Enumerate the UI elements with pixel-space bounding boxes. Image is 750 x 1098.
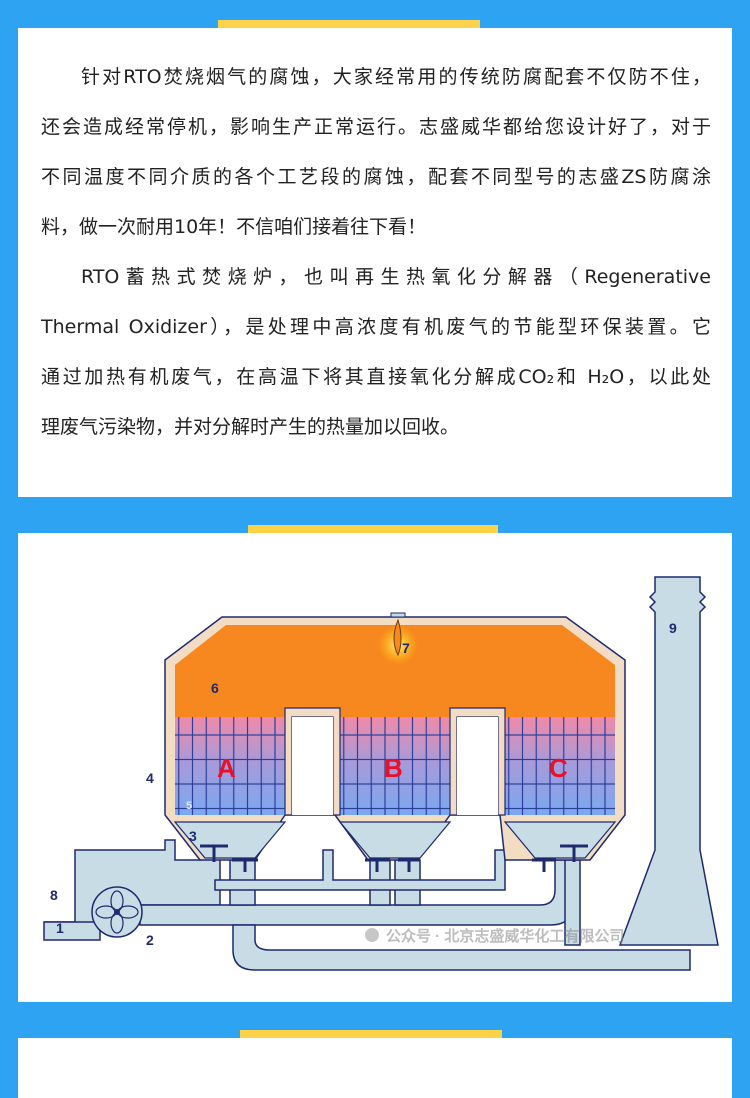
rto-diagram: A B C 1 2 3 4 5 6 7 8 9 公众号 · 北京志盛威华化工有限… <box>43 576 719 971</box>
wechat-icon <box>365 928 379 942</box>
chimney <box>618 576 719 946</box>
intro-text: 针对RTO焚烧烟气的腐蚀，大家经常用的传统防腐配套不仅防不住， 还会造成经常停机… <box>41 52 711 452</box>
part-number-3: 3 <box>189 828 197 844</box>
burner <box>378 612 418 665</box>
part-number-4: 4 <box>146 770 154 786</box>
fan <box>91 886 143 938</box>
part-number-9: 9 <box>669 620 677 636</box>
part-number-8: 8 <box>50 887 58 903</box>
intro-card: 针对RTO焚烧烟气的腐蚀，大家经常用的传统防腐配套不仅防不住， 还会造成经常停机… <box>18 28 732 497</box>
next-card <box>18 1038 732 1098</box>
part-number-5: 5 <box>186 800 192 812</box>
part-number-2: 2 <box>146 932 154 948</box>
part-number-1: 1 <box>56 920 64 936</box>
paragraph-2-line: 理废气污染物，并对分解时产生的热量加以回收。 <box>41 416 460 438</box>
heat-storage-beds <box>175 717 615 815</box>
paragraph-2-line: RTO 蓄 热 式 焚 烧 炉 ， 也 叫 再 生 热 氧 化 分 解 器 （ … <box>81 266 711 288</box>
paragraph-2-line: 通过加热有机废气，在高温下将其直接氧化分解成CO₂和 H₂O，以此处 <box>41 366 711 388</box>
chamber-label-b: B <box>384 753 403 783</box>
chamber-label-c: C <box>549 753 568 783</box>
card-3-accent-bar <box>240 1030 502 1038</box>
pipes <box>43 576 719 971</box>
diagram-card: A B C 1 2 3 4 5 6 7 8 9 公众号 · 北京志盛威华化工有限… <box>18 533 732 1002</box>
paragraph-1-line: 还会造成经常停机，影响生产正常运行。志盛威华都给您设计好了，对于 <box>41 116 711 138</box>
watermark: 公众号 · 北京志盛威华化工有限公司 <box>365 927 624 945</box>
paragraph-1-line: 不同温度不同介质的各个工艺段的腐蚀，配套不同型号的志盛ZS防腐涂 <box>41 166 711 188</box>
watermark-text: 公众号 · 北京志盛威华化工有限公司 <box>386 927 624 945</box>
part-number-7: 7 <box>402 640 410 656</box>
paragraph-1-line: 针对RTO焚烧烟气的腐蚀，大家经常用的传统防腐配套不仅防不住， <box>81 66 711 88</box>
chamber-label-a: A <box>217 753 236 783</box>
part-numbers: 1 2 3 4 5 6 7 8 9 <box>50 620 677 948</box>
paragraph-1-line: 料，做一次耐用10年！不信咱们接着往下看！ <box>41 216 427 238</box>
card-2-accent-bar <box>248 525 498 533</box>
valves <box>200 844 588 872</box>
separator-walls <box>284 707 506 816</box>
chamber-labels: A B C <box>217 753 568 783</box>
hoppers <box>173 821 617 859</box>
part-number-6: 6 <box>211 680 219 696</box>
card-1-accent-bar <box>218 20 480 28</box>
paragraph-2-line: Thermal Oxidizer），是处理中高浓度有机废气的节能型环保装置。它 <box>41 316 711 338</box>
